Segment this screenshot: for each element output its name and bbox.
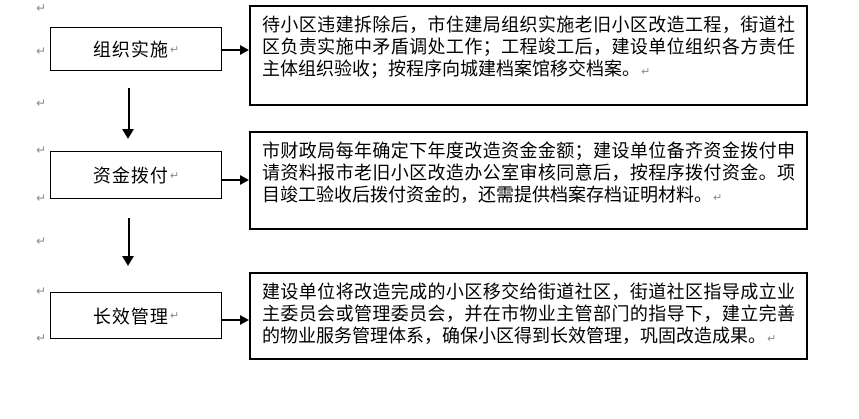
arrow-shaft [128,218,130,257]
description-text: 建设单位将改造完成的小区移交给街道社区，街道社区指导成立业主委员会或管理委员会，… [262,282,795,346]
description-text: 待小区违建拆除后，市住建局组织实施老旧小区改造工程，街道社区负责实施中矛盾调处工… [262,15,795,79]
paragraph-mark-icon: ↵ [169,168,180,182]
description-box-fund-allocation: 市财政局每年确定下年度改造资金金额；建设单位备齐资金拨付申请资料报市老旧小区改造… [249,131,808,230]
paragraph-mark-icon: ↵ [36,284,47,298]
arrow-head [240,45,249,55]
paragraph-mark-icon: ↵ [641,65,651,78]
arrow-right-icon [222,175,249,185]
paragraph-mark-icon: ↵ [36,96,47,110]
paragraph-mark-icon: ↵ [36,143,47,157]
paragraph-mark-icon: ↵ [169,42,180,56]
flow-box-fund-allocation: 资金拨付↵ [50,151,222,199]
description-box-longterm-management: 建设单位将改造完成的小区移交给街道社区，街道社区指导成立业主委员会或管理委员会，… [249,272,808,360]
arrow-head [240,175,249,185]
flow-box-label: 长效管理 [92,306,169,327]
paragraph-mark-icon: ↵ [36,234,47,248]
description-text: 市财政局每年确定下年度改造资金金额；建设单位备齐资金拨付申请资料报市老旧小区改造… [262,141,795,205]
arrow-down-icon [122,218,135,266]
flow-box-organize-implementation: 组织实施↵ [50,27,222,71]
arrow-head [122,129,134,139]
arrow-shaft [128,88,130,130]
arrow-down-icon [122,88,135,139]
arrow-shaft [222,49,241,51]
paragraph-mark-icon: ↵ [36,191,47,205]
flow-box-longterm-management: 长效管理↵ [50,292,222,339]
paragraph-mark-icon: ↵ [713,191,723,204]
paragraph-mark-icon: ↵ [36,44,47,58]
description-box-organize-implementation: 待小区违建拆除后，市住建局组织实施老旧小区改造工程，街道社区负责实施中矛盾调处工… [249,5,808,106]
flow-box-label: 资金拨付 [92,166,169,186]
arrow-right-icon [222,45,249,55]
paragraph-mark-icon: ↵ [169,309,180,322]
paragraph-mark-icon: ↵ [36,331,47,345]
arrow-right-icon [222,315,249,325]
arrow-head [240,315,249,325]
arrow-shaft [222,319,241,321]
flow-box-label: 组织实施 [92,40,169,60]
paragraph-mark-icon: ↵ [36,1,47,15]
arrow-shaft [222,179,241,181]
arrow-head [122,256,134,266]
paragraph-mark-icon: ↵ [767,332,777,345]
